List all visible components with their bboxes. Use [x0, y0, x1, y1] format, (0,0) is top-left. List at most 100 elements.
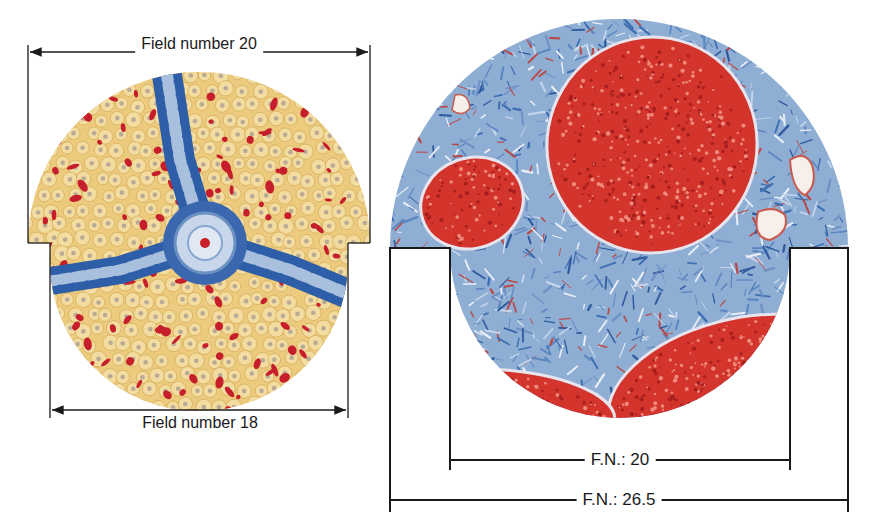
cell-nucleus [232, 343, 237, 348]
cell-nucleus [154, 73, 159, 78]
sinusoid-blood [316, 390, 322, 395]
cell-nucleus [188, 73, 193, 78]
cell-nucleus [106, 162, 111, 167]
cell-nucleus [18, 58, 23, 63]
cell-nucleus [48, 389, 53, 394]
cell-nucleus [176, 386, 181, 391]
hepatocyte [35, 370, 48, 383]
hepatocyte [125, 293, 140, 308]
cell-nucleus [121, 165, 126, 170]
cell-nucleus [367, 389, 372, 394]
sinusoid-blood [281, 393, 293, 401]
cell-body [76, 141, 89, 154]
sinusoid-blood [259, 296, 268, 305]
cell-body [232, 97, 246, 111]
hepatocyte [112, 353, 125, 366]
cell-body [29, 55, 43, 69]
cell-body [197, 127, 210, 140]
cell-nucleus [344, 220, 349, 225]
cell-nucleus [370, 178, 375, 183]
cell-nucleus [115, 237, 120, 242]
hepatocyte [222, 356, 235, 369]
cell-body [333, 140, 348, 155]
cell-nucleus [250, 101, 255, 106]
cell-body [23, 247, 38, 262]
cell-nucleus [43, 134, 48, 139]
hepatocyte [239, 203, 252, 216]
cell-nucleus [90, 404, 95, 409]
cell-nucleus [324, 210, 329, 215]
hepatocyte [278, 128, 292, 142]
hepatocyte [18, 127, 32, 141]
fiber [384, 17, 392, 23]
cell-nucleus [287, 240, 292, 245]
cell-body [298, 385, 313, 400]
cell-body [142, 381, 156, 395]
cell-nucleus [96, 357, 101, 362]
cell-body [103, 190, 115, 202]
cell-nucleus [329, 401, 334, 406]
hepatocyte [375, 68, 390, 83]
cell-nucleus [113, 57, 118, 62]
cell-nucleus [75, 342, 80, 347]
cell-body [117, 219, 131, 233]
hepatocyte [191, 385, 203, 397]
hepatocyte [30, 413, 44, 427]
hepatocyte [88, 367, 101, 380]
cell-nucleus [242, 389, 247, 394]
hepatocyte [268, 353, 281, 366]
cell-body [57, 232, 73, 248]
sinusoid-blood [142, 278, 149, 288]
hepatocyte [119, 67, 133, 81]
cell-body [284, 113, 296, 125]
cell-nucleus [372, 360, 377, 365]
hepatocyte [294, 68, 309, 83]
cell-body [323, 129, 336, 142]
cell-body [191, 385, 203, 397]
cell-body [222, 322, 235, 335]
sinusoid-blood [329, 402, 339, 411]
cell-nucleus [148, 327, 153, 332]
hepatocyte [16, 414, 29, 427]
sinusoid-blood [328, 411, 333, 416]
hepatocyte [136, 190, 149, 203]
cell-nucleus [268, 342, 273, 347]
cell-nucleus [90, 105, 95, 110]
cell-nucleus [281, 314, 286, 319]
cell-body [134, 306, 148, 320]
cell-nucleus [200, 311, 205, 316]
hepatocyte [53, 370, 66, 383]
cell-nucleus [340, 416, 345, 421]
sinusoid-blood [258, 201, 264, 208]
hepatocyte [351, 112, 367, 128]
cell-body [276, 339, 288, 351]
cell-nucleus [313, 341, 318, 346]
hepatocyte [47, 325, 59, 337]
hepatocyte [287, 414, 300, 427]
hepatocyte [317, 411, 331, 425]
cell-body [139, 144, 152, 157]
cell-body [287, 414, 300, 427]
cell-body [184, 68, 198, 82]
sinusoid-blood [358, 156, 364, 162]
cell-body [264, 160, 277, 173]
cell-nucleus [160, 300, 165, 305]
cell-nucleus [306, 356, 311, 361]
cell-body [277, 97, 290, 110]
hepatocyte [279, 156, 291, 168]
hepatocyte [371, 125, 387, 141]
cell-body [293, 131, 306, 144]
hepatocyte [247, 310, 260, 323]
cell-body [78, 414, 90, 426]
fiber [477, 288, 484, 290]
cell-body [105, 412, 121, 428]
cell-nucleus [135, 71, 140, 76]
cell-body [10, 142, 25, 157]
cell-body [375, 68, 390, 83]
sinusoid-blood [215, 321, 224, 331]
cell-body [21, 397, 34, 410]
cell-nucleus [291, 418, 296, 423]
cell-body [94, 411, 109, 426]
cell-body [255, 385, 268, 398]
sinusoid-blood [178, 388, 187, 397]
